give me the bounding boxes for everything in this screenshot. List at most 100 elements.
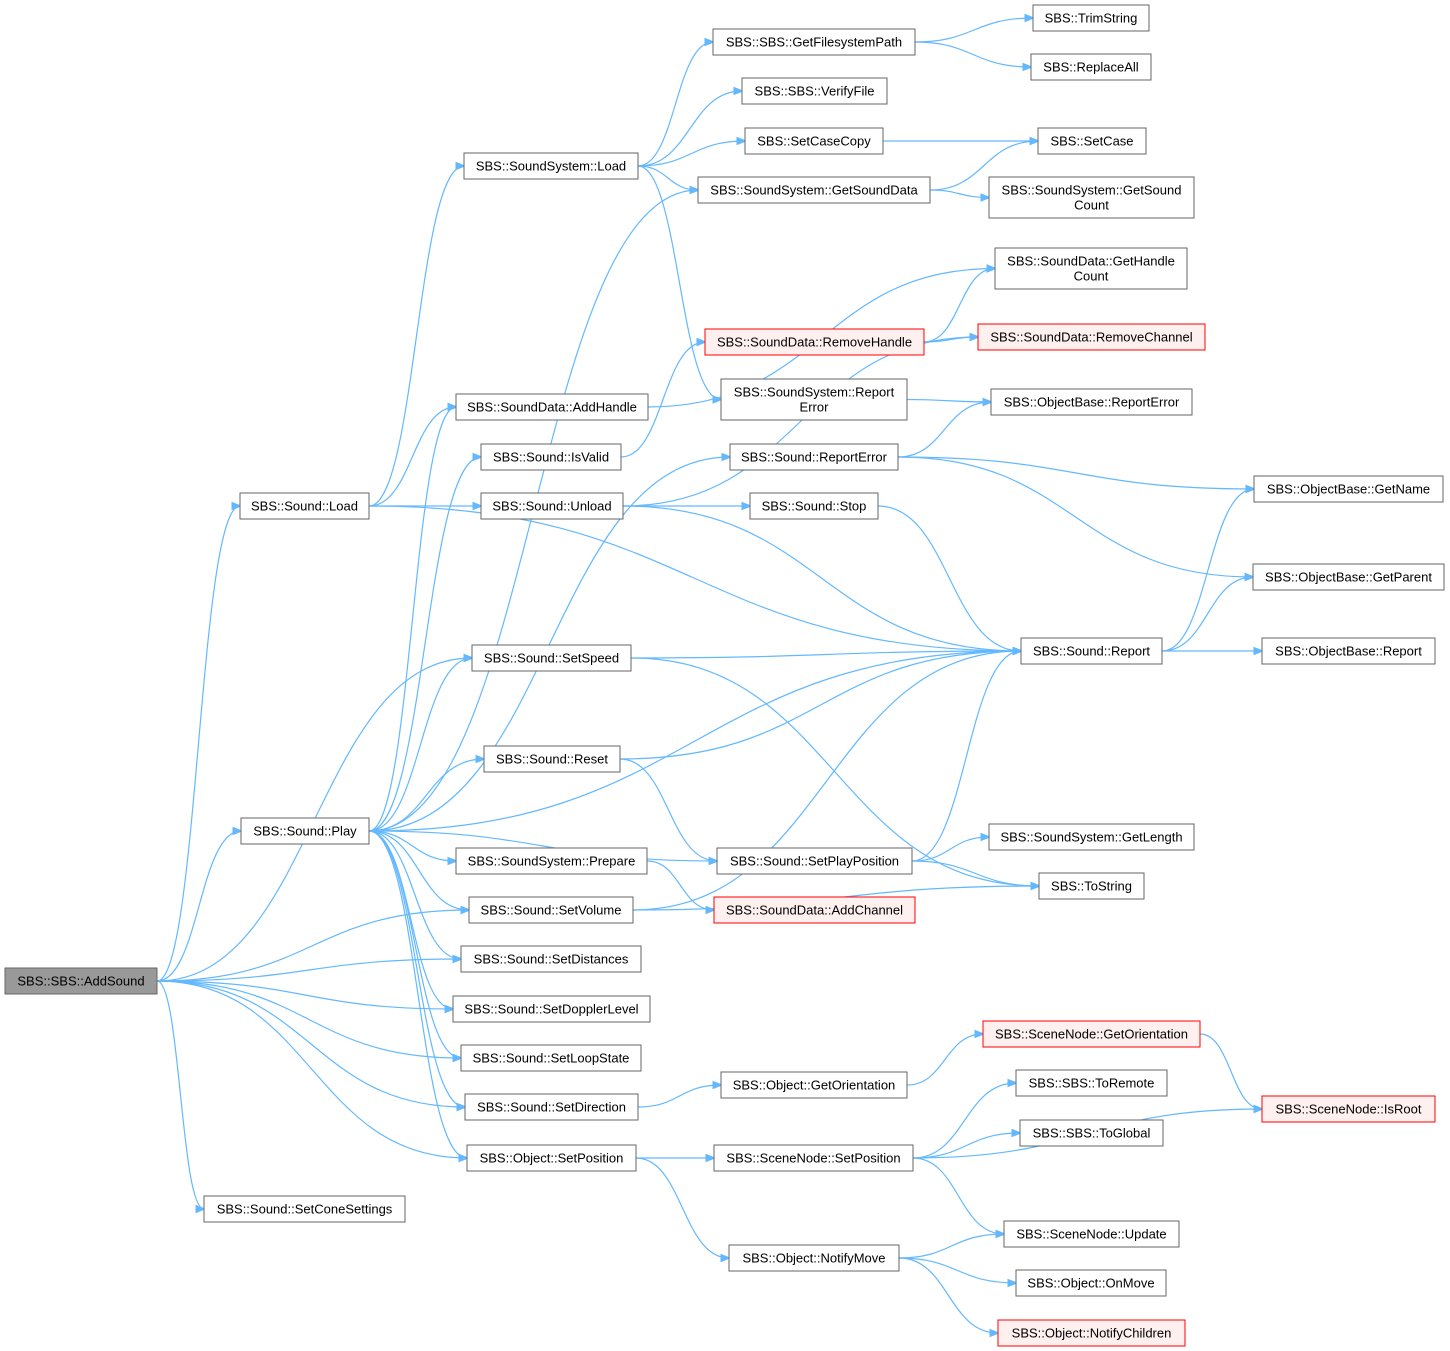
node-sound_setdopplerlevel[interactable]: SBS::Sound::SetDopplerLevel <box>452 995 651 1023</box>
node-box[interactable] <box>240 817 370 845</box>
node-sound_setvolume[interactable]: SBS::Sound::SetVolume <box>468 896 634 924</box>
node-sound_setdistances[interactable]: SBS::Sound::SetDistances <box>460 945 642 973</box>
node-replaceall[interactable]: SBS::ReplaceAll <box>1030 53 1152 81</box>
node-box[interactable] <box>452 995 651 1023</box>
node-box[interactable] <box>203 1195 406 1223</box>
node-box[interactable] <box>982 1020 1201 1048</box>
node-box[interactable] <box>728 1244 900 1272</box>
node-box[interactable] <box>1038 872 1145 900</box>
node-objectbase_getparent[interactable]: SBS::ObjectBase::GetParent <box>1252 563 1445 591</box>
node-box[interactable] <box>741 77 888 105</box>
node-box[interactable] <box>468 896 634 924</box>
node-sounddata_addchannel[interactable]: SBS::SoundData::AddChannel <box>713 896 916 924</box>
node-soundsystem_load[interactable]: SBS::SoundSystem::Load <box>463 152 639 180</box>
node-sound_reporterror[interactable]: SBS::Sound::ReportError <box>729 443 899 471</box>
node-sounddata_addhandle[interactable]: SBS::SoundData::AddHandle <box>455 393 649 421</box>
node-sound_setspeed[interactable]: SBS::Sound::SetSpeed <box>471 644 632 672</box>
node-sound_load[interactable]: SBS::Sound::Load <box>239 492 370 520</box>
node-box[interactable] <box>471 644 632 672</box>
node-removechannel[interactable]: SBS::SoundData::RemoveChannel <box>977 323 1206 351</box>
node-box[interactable] <box>464 1093 639 1121</box>
node-soundsystem_prepare[interactable]: SBS::SoundSystem::Prepare <box>455 847 648 875</box>
node-box[interactable] <box>997 1319 1186 1347</box>
node-sound_play[interactable]: SBS::Sound::Play <box>240 817 370 845</box>
node-scenenode_setposition[interactable]: SBS::SceneNode::SetPosition <box>713 1144 914 1172</box>
node-box[interactable] <box>744 127 884 155</box>
node-box[interactable] <box>720 378 908 421</box>
node-box[interactable] <box>720 1071 908 1099</box>
node-box[interactable] <box>988 823 1195 851</box>
node-box[interactable] <box>990 388 1193 416</box>
node-scenenode_getorientation[interactable]: SBS::SceneNode::GetOrientation <box>982 1020 1201 1048</box>
node-objectbase_report[interactable]: SBS::ObjectBase::Report <box>1261 637 1436 665</box>
node-sound_setdirection[interactable]: SBS::Sound::SetDirection <box>464 1093 639 1121</box>
node-addsound[interactable]: SBS::SBS::AddSound <box>4 967 158 995</box>
node-setcasecopy[interactable]: SBS::SetCaseCopy <box>744 127 884 155</box>
node-box[interactable] <box>460 945 642 973</box>
node-object_setposition[interactable]: SBS::Object::SetPosition <box>466 1144 637 1172</box>
node-box[interactable] <box>1253 475 1444 503</box>
node-box[interactable] <box>1015 1269 1167 1297</box>
node-box[interactable] <box>977 323 1206 351</box>
node-sound_isvalid[interactable]: SBS::Sound::IsValid <box>480 443 622 471</box>
node-getlength[interactable]: SBS::SoundSystem::GetLength <box>988 823 1195 851</box>
node-box[interactable] <box>1020 637 1163 665</box>
node-box[interactable] <box>988 176 1195 219</box>
node-box[interactable] <box>480 443 622 471</box>
node-box[interactable] <box>994 247 1188 290</box>
node-box[interactable] <box>749 492 879 520</box>
node-setcase[interactable]: SBS::SetCase <box>1037 127 1147 155</box>
node-box[interactable] <box>463 152 639 180</box>
node-sound_setplayposition[interactable]: SBS::Sound::SetPlayPosition <box>716 847 913 875</box>
node-toremote[interactable]: SBS::SBS::ToRemote <box>1015 1069 1168 1097</box>
node-box[interactable] <box>466 1144 637 1172</box>
node-box[interactable] <box>483 745 621 773</box>
node-soundsystem_reporterror[interactable]: SBS::SoundSystem::ReportError <box>720 378 908 421</box>
node-toglobal[interactable]: SBS::SBS::ToGlobal <box>1019 1119 1164 1147</box>
node-box[interactable] <box>455 393 649 421</box>
node-setconesettings[interactable]: SBS::Sound::SetConeSettings <box>203 1195 406 1223</box>
node-scenenode_isroot[interactable]: SBS::SceneNode::IsRoot <box>1261 1095 1436 1123</box>
node-getsounddata[interactable]: SBS::SoundSystem::GetSoundData <box>697 176 931 204</box>
node-box[interactable] <box>1261 637 1436 665</box>
node-box[interactable] <box>239 492 370 520</box>
node-box[interactable] <box>1261 1095 1436 1123</box>
node-box[interactable] <box>460 1044 642 1072</box>
node-sound_reset[interactable]: SBS::Sound::Reset <box>483 745 621 773</box>
node-box[interactable] <box>1019 1119 1164 1147</box>
node-box[interactable] <box>713 896 916 924</box>
node-box[interactable] <box>712 28 916 56</box>
node-getfilesystempath[interactable]: SBS::SBS::GetFilesystemPath <box>712 28 916 56</box>
node-tostring[interactable]: SBS::ToString <box>1038 872 1145 900</box>
node-objectbase_reporterror[interactable]: SBS::ObjectBase::ReportError <box>990 388 1193 416</box>
node-box[interactable] <box>1037 127 1147 155</box>
node-box[interactable] <box>716 847 913 875</box>
node-box[interactable] <box>480 492 624 520</box>
node-box[interactable] <box>713 1144 914 1172</box>
node-box[interactable] <box>455 847 648 875</box>
node-box[interactable] <box>4 967 158 995</box>
node-sound_setloopstate[interactable]: SBS::Sound::SetLoopState <box>460 1044 642 1072</box>
node-object_notifymove[interactable]: SBS::Object::NotifyMove <box>728 1244 900 1272</box>
node-object_onmove[interactable]: SBS::Object::OnMove <box>1015 1269 1167 1297</box>
node-box[interactable] <box>1015 1069 1168 1097</box>
node-trimstring[interactable]: SBS::TrimString <box>1032 4 1150 32</box>
node-box[interactable] <box>1003 1220 1180 1248</box>
node-box[interactable] <box>1252 563 1445 591</box>
node-sound_unload[interactable]: SBS::Sound::Unload <box>480 492 624 520</box>
node-verifyfile[interactable]: SBS::SBS::VerifyFile <box>741 77 888 105</box>
node-objectbase_getname[interactable]: SBS::ObjectBase::GetName <box>1253 475 1444 503</box>
node-box[interactable] <box>1032 4 1150 32</box>
node-sounddata_removehandle[interactable]: SBS::SoundData::RemoveHandle <box>704 328 925 356</box>
node-box[interactable] <box>729 443 899 471</box>
node-box[interactable] <box>704 328 925 356</box>
node-sound_stop[interactable]: SBS::Sound::Stop <box>749 492 879 520</box>
node-box[interactable] <box>1030 53 1152 81</box>
node-notifychildren[interactable]: SBS::Object::NotifyChildren <box>997 1319 1186 1347</box>
node-scenenode_update[interactable]: SBS::SceneNode::Update <box>1003 1220 1180 1248</box>
node-sound_report[interactable]: SBS::Sound::Report <box>1020 637 1163 665</box>
node-box[interactable] <box>697 176 931 204</box>
node-object_getorientation[interactable]: SBS::Object::GetOrientation <box>720 1071 908 1099</box>
